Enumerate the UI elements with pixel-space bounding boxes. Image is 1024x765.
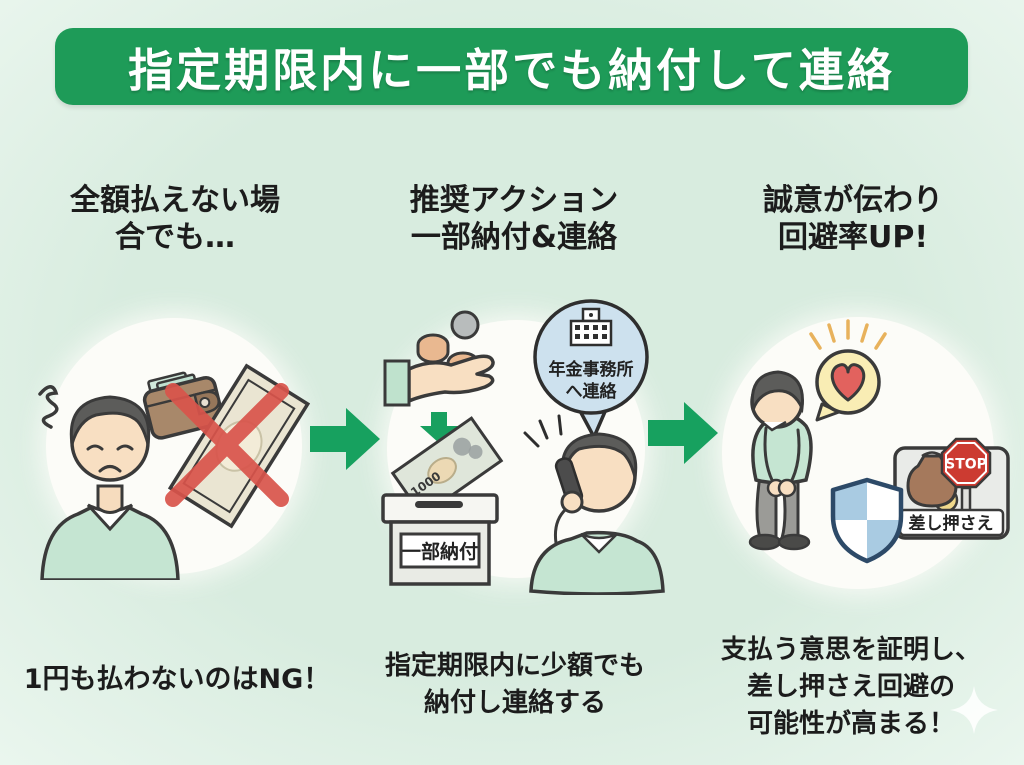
caption-right: 支払う意思を証明し、 差し押さえ回避の 可能性が高まる！ [720,635,981,739]
seizure-panel: STOP 差し押さえ [893,437,1010,540]
seizure-label: 差し押さえ [909,513,994,534]
payment-box-icon: 一部納付 [381,493,499,586]
distress-squiggle-icon [38,385,59,429]
down-arrow-icon [420,412,458,443]
building-icon [569,307,613,347]
phone-man-icon [523,414,665,595]
sincerity-illustration: STOP 差し押さえ [748,319,1010,564]
payment-box-label: 一部納付 [402,540,478,563]
heading-right: 誠意が伝わり 回避率UP! [763,183,943,255]
pension-office-bubble: 年金事務所 へ連絡 [533,299,649,439]
heart-bubble-icon [809,319,887,422]
header-banner: 指定期限内に一部でも納付して連絡 [55,28,968,105]
sparkle-icon [950,686,998,734]
cannot-pay-illustration [38,363,310,580]
heading-left: 全額払えない場 合でも… [70,183,280,255]
arrow-right-icon-1 [310,408,380,470]
rays-icon [809,319,887,350]
page-title: 指定期限内に一部でも納付して連絡 [128,44,895,97]
shield-icon [830,477,904,564]
arrow-right-icon-2 [648,402,718,464]
worried-man-icon [40,395,180,580]
heading-middle: 推奨アクション 一部納付&連絡 [409,183,619,255]
bowing-man-icon [748,370,813,551]
caption-left: 1円も払わないのはNG！ [23,664,331,695]
stop-sign-label: STOP [945,457,987,473]
caption-middle: 指定期限内に少額でも 納付し連絡する [384,651,645,718]
bubble-text-line1: 年金事務所 [549,359,634,380]
bubble-text-line2: へ連絡 [566,381,618,402]
partial-payment-illustration: 1000 一部納付 年金事務所 へ [381,299,665,595]
giving-hand-icon [383,354,495,407]
red-x-icon [165,383,289,507]
